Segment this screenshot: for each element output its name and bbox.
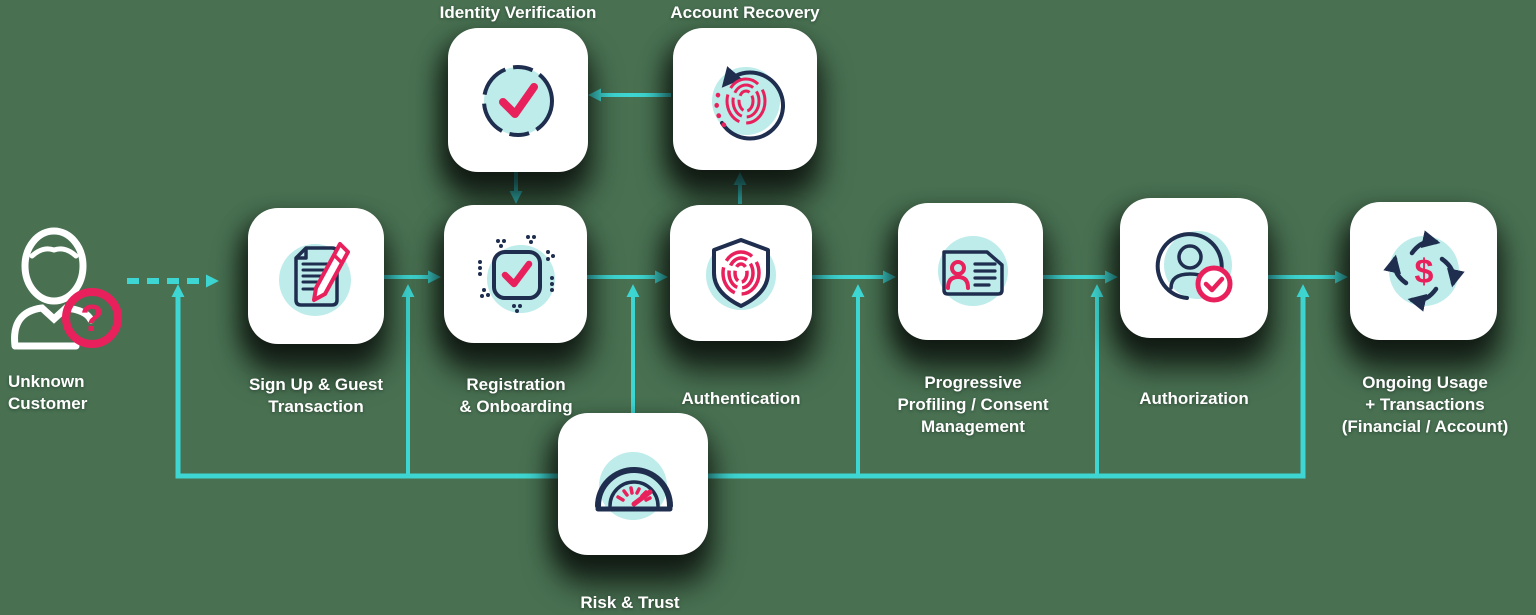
risk-trust-label: Risk & Trust (580, 593, 680, 612)
node-unknown-customer: ? (2, 222, 122, 354)
node-registration (444, 205, 587, 343)
authorization-label: Authorization (1139, 389, 1249, 408)
node-sign-up (248, 208, 384, 344)
node-identity-verification (448, 28, 588, 172)
progressive-profiling-label: Progressive Profiling / Consent Manageme… (897, 373, 1049, 436)
unknown-customer-label: Unknown Customer (8, 372, 88, 413)
authentication-label: Authentication (681, 389, 801, 408)
node-account-recovery (673, 28, 817, 170)
identity-verification-label: Identity Verification (439, 3, 597, 22)
registration-label: Registration & Onboarding (459, 375, 573, 416)
account-recovery-label: Account Recovery (670, 3, 820, 22)
node-progressive-profiling (898, 203, 1043, 340)
node-ongoing-usage: $ (1350, 202, 1497, 340)
document-pencil-icon (279, 242, 351, 316)
sign-up-label: Sign Up & Guest Transaction (248, 375, 384, 416)
person-question-icon: ? (11, 227, 122, 350)
money-cycle-icon: $ (1382, 230, 1465, 312)
node-risk-trust (558, 413, 708, 555)
node-authorization (1120, 198, 1268, 338)
checkbox-check-icon (477, 235, 555, 313)
id-card-icon (937, 235, 1008, 306)
node-authentication (670, 205, 812, 341)
verified-check-circle-icon (482, 65, 554, 137)
fingerprint-restore-icon (712, 66, 785, 141)
svg-text:$: $ (1414, 253, 1433, 291)
ongoing-usage-label: Ongoing Usage + Transactions (Financial … (1341, 373, 1509, 436)
shield-fingerprint-icon (706, 238, 776, 310)
svg-text:?: ? (80, 298, 103, 340)
user-check-badge-icon (1155, 231, 1233, 303)
gauge-icon (595, 452, 673, 520)
